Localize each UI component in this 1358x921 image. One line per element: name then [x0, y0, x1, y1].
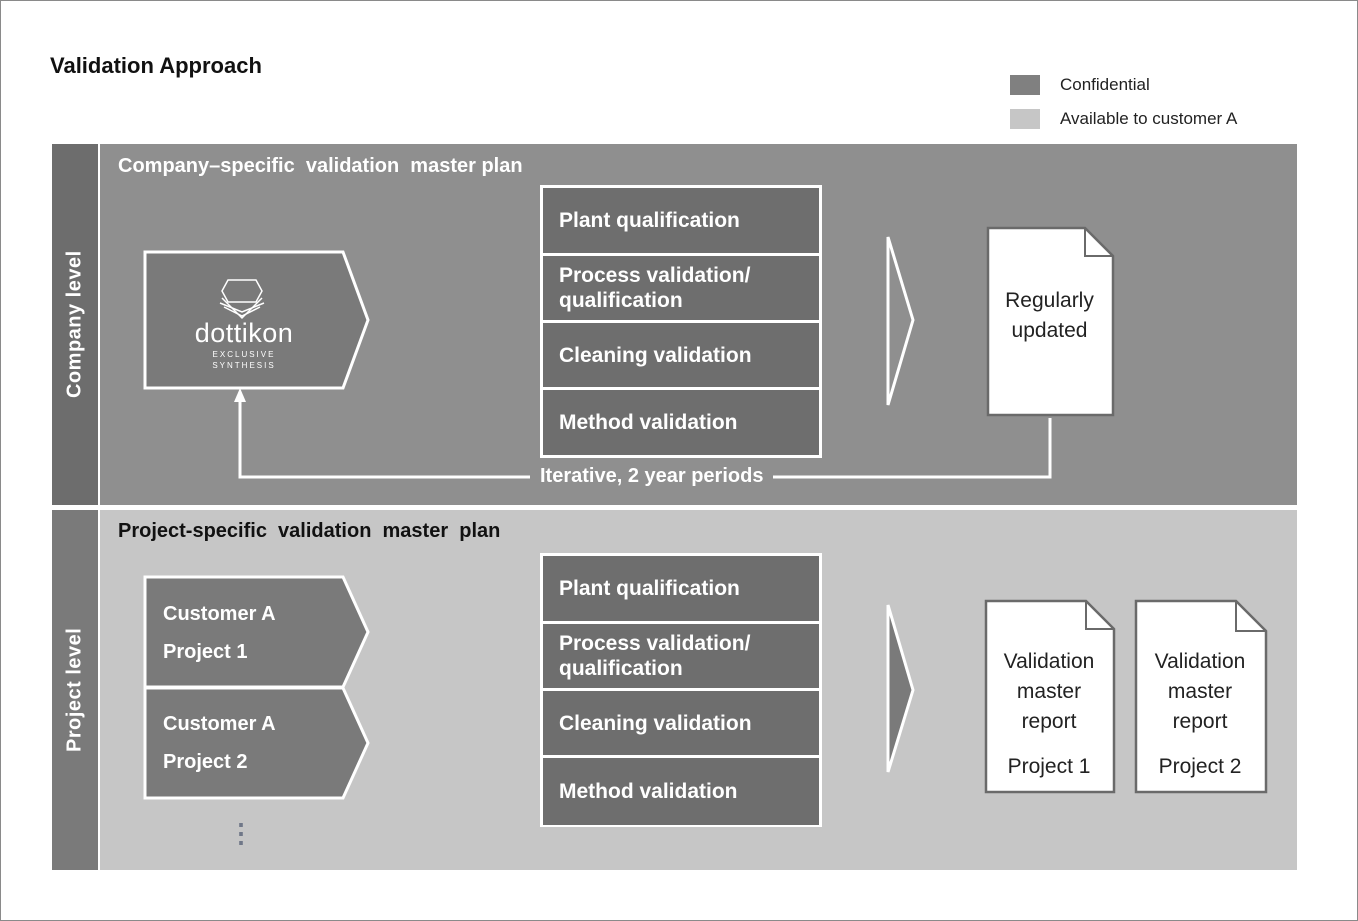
project-1-document-icon — [984, 599, 1116, 794]
company-item-cleaning-validation: Cleaning validation — [543, 323, 819, 387]
project-1-chevron-text: Customer A Project 1 — [163, 595, 276, 671]
project-arrow-chevron — [886, 604, 915, 773]
project-item-method-validation: Method validation — [543, 758, 819, 825]
project-1-document-project: Project 1 — [1007, 755, 1091, 778]
project-item-cleaning-validation: Cleaning validation — [543, 691, 819, 755]
project-1-name: Project 1 — [163, 641, 248, 663]
project-item-plant-qualification: Plant qualification — [543, 556, 819, 621]
project-1-customer: Customer A — [163, 603, 276, 625]
company-validation-stack: Plant qualification Process validation/ … — [540, 185, 822, 458]
legend-swatch-available — [1010, 109, 1040, 129]
company-item-process-validation: Process validation/ qualification — [543, 256, 819, 320]
dottikon-tagline-1: EXCLUSIVE — [212, 350, 276, 359]
legend-swatch-confidential — [1010, 75, 1040, 95]
project-2-chevron — [143, 686, 370, 800]
legend-label-confidential: Confidential — [1060, 75, 1150, 94]
iteration-label: Iterative, 2 year periods — [530, 465, 774, 488]
company-arrow-chevron — [886, 236, 915, 406]
project-2-name: Project 2 — [163, 751, 248, 773]
company-item-plant-qualification: Plant qualification — [543, 188, 819, 253]
figure-title: Validation Approach — [50, 53, 262, 78]
legend-label-available: Available to customer A — [1060, 109, 1238, 128]
company-document-text: Regularly updated — [1005, 289, 1094, 342]
project-2-document-icon — [1134, 599, 1268, 794]
more-projects-ellipsis: ⋮ — [228, 818, 254, 848]
project-1-chevron — [143, 575, 370, 689]
project-validation-stack: Plant qualification Process validation/ … — [540, 553, 822, 827]
dottikon-brand: dottikon — [194, 318, 294, 348]
company-item-method-validation: Method validation — [543, 390, 819, 455]
project-2-document-project: Project 2 — [1158, 755, 1242, 778]
project-2-document-text: Validation master report — [1154, 650, 1246, 733]
dottikon-logo-icon — [219, 279, 265, 320]
dottikon-chevron — [143, 250, 370, 390]
company-plan-title: Company–specific validation master plan — [118, 155, 523, 177]
project-2-customer: Customer A — [163, 713, 276, 735]
project-2-chevron-text: Customer A Project 2 — [163, 705, 276, 781]
project-plan-title: Project-specific validation master plan — [118, 520, 501, 542]
company-document-icon — [986, 226, 1115, 417]
project-item-process-validation: Process validation/ qualification — [543, 624, 819, 688]
project-1-document-text: Validation master report — [1003, 650, 1095, 733]
iteration-arrow-head — [234, 388, 246, 402]
dottikon-tagline-2: SYNTHESIS — [212, 361, 276, 370]
